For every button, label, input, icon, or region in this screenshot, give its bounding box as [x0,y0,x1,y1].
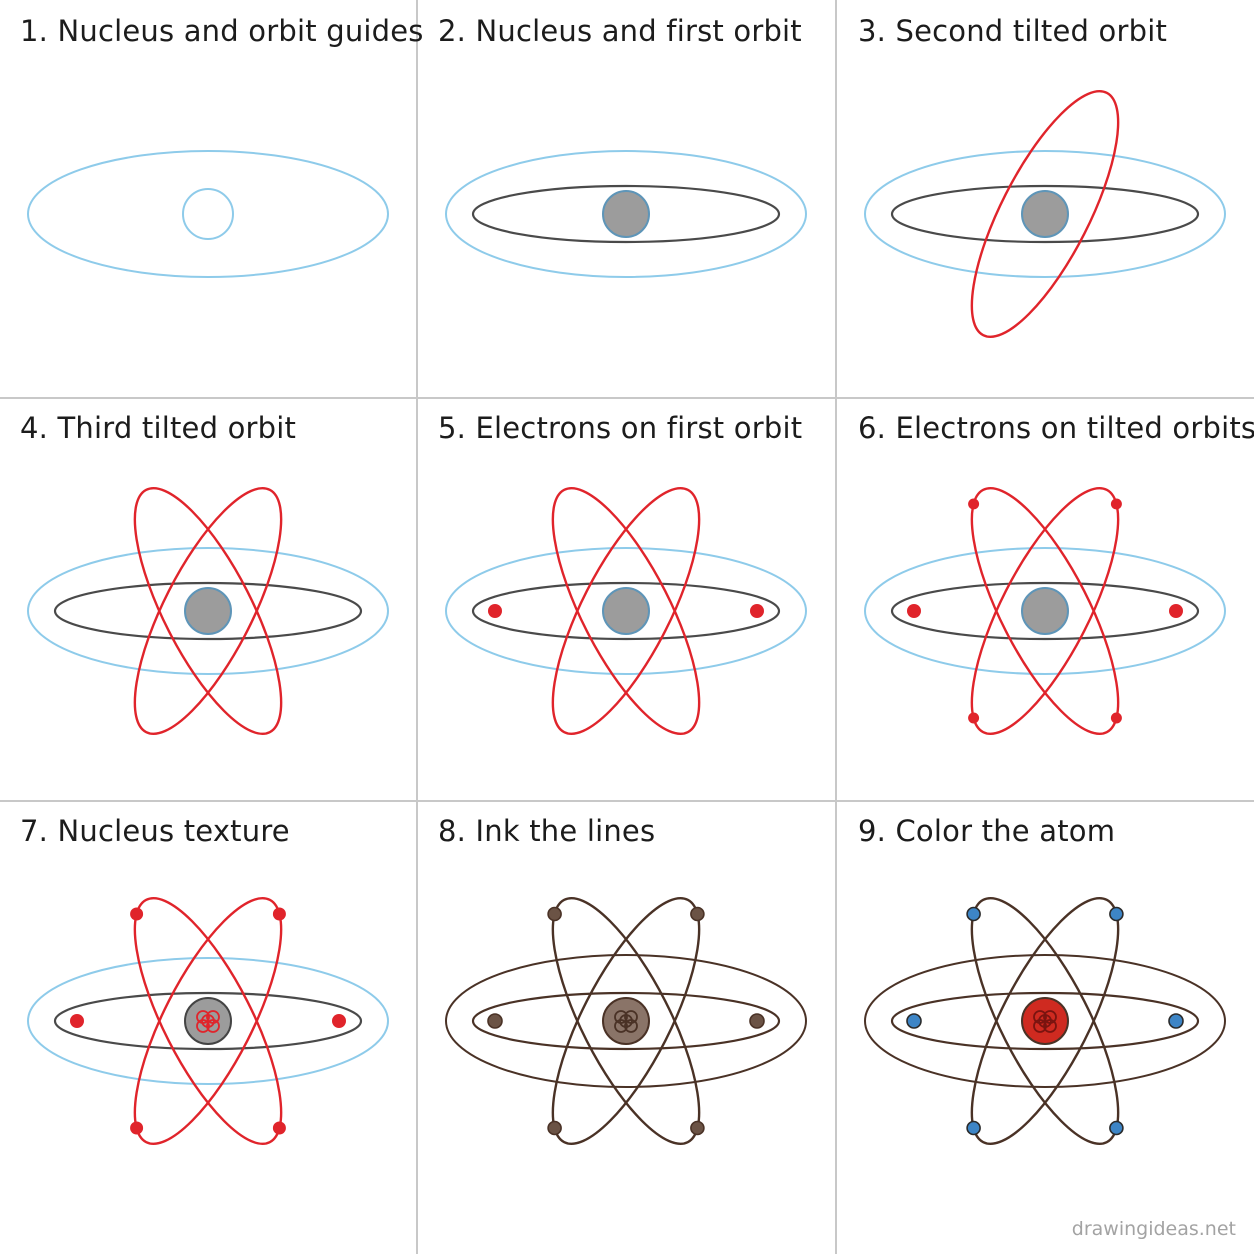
electron-second-orbit-upper [966,1120,981,1136]
electron-third-orbit-lower [272,1121,286,1135]
outer-guide-ellipse [27,150,389,278]
atom-step-4 [27,486,389,736]
electron-third-orbit-lower [690,1120,705,1136]
nucleus-texture-lobe-4 [206,1019,220,1033]
first-orbit-ellipse [471,581,781,641]
second-tilted-orbit [970,896,1120,1146]
nucleus-circle [602,587,650,635]
panel-title-5: 5. Electrons on first orbit [438,411,803,445]
atom-step-1 [27,150,389,278]
first-orbit-ellipse [471,184,781,244]
outer-guide-ellipse [864,150,1226,278]
outer-orbit-ellipse [445,954,807,1088]
outer-guide-ellipse [27,547,389,675]
third-tilted-orbit [551,486,701,736]
nucleus-circle [602,190,650,238]
atom-step-3 [864,89,1226,339]
electron-first-orbit-left [488,604,502,618]
electron-third-orbit-upper [130,907,144,921]
nucleus-texture-lobe-4 [624,1019,638,1033]
second-tilted-orbit [551,486,701,736]
nucleus-texture-lobe-5 [619,1014,633,1028]
electron-third-orbit-lower [1109,1120,1124,1136]
second-tilted-orbit [551,896,701,1146]
electron-second-orbit-lower [272,907,286,921]
nucleus-texture-lobe-5 [1038,1014,1052,1028]
atom-step-7 [27,896,389,1146]
atom-step-9 [864,896,1226,1146]
outer-guide-ellipse [445,150,807,278]
electron-first-orbit-left [906,1013,922,1029]
electron-second-orbit-lower [690,906,705,922]
electron-second-orbit-upper [547,1120,562,1136]
first-orbit-ellipse [471,991,781,1051]
outer-guide-ellipse [445,547,807,675]
electron-second-orbit-lower [1109,906,1124,922]
nucleus-guide-circle [182,188,234,240]
electron-first-orbit-left [487,1013,503,1029]
outer-guide-ellipse [864,547,1226,675]
third-tilted-orbit [970,486,1120,736]
panel-title-4: 4. Third tilted orbit [20,411,297,445]
nucleus-texture [1033,1010,1057,1033]
first-orbit-ellipse [890,581,1200,641]
watermark: drawingideas.net [1071,1218,1236,1240]
electron-third-orbit-upper [968,498,980,510]
nucleus-texture [614,1010,638,1033]
atom-step-8 [445,896,807,1146]
nucleus-texture-lobe-4 [1043,1019,1057,1033]
second-tilted-orbit [970,89,1120,339]
electron-third-orbit-upper [547,906,562,922]
panel-title-8: 8. Ink the lines [438,814,656,848]
panel-title-2: 2. Nucleus and first orbit [438,14,802,48]
third-tilted-orbit [133,486,283,736]
outer-guide-ellipse [27,957,389,1085]
outer-orbit-ellipse [864,954,1226,1088]
electron-first-orbit-left [907,604,921,618]
first-orbit-ellipse [890,991,1200,1051]
third-tilted-orbit [970,896,1120,1146]
panel-title-7: 7. Nucleus texture [20,814,290,848]
electron-second-orbit-upper [968,712,980,724]
nucleus-circle [184,587,232,635]
atom-step-5 [445,486,807,736]
second-tilted-orbit [133,486,283,736]
electron-third-orbit-lower [1110,712,1122,724]
electron-first-orbit-right [332,1014,346,1028]
first-orbit-ellipse [53,991,363,1051]
panel-title-9: 9. Color the atom [858,814,1116,848]
electron-third-orbit-upper [966,906,981,922]
second-tilted-orbit [133,896,283,1146]
nucleus-texture-lobe-5 [201,1014,215,1028]
electron-second-orbit-upper [130,1121,144,1135]
nucleus-circle [1021,587,1069,635]
electron-first-orbit-right [1169,604,1183,618]
second-tilted-orbit [970,486,1120,736]
nucleus-texture-lobe-3 [196,1019,210,1033]
panel-title-1: 1. Nucleus and orbit guides [20,14,424,48]
nucleus-texture-lobe-3 [614,1019,628,1033]
first-orbit-ellipse [53,581,363,641]
nucleus-texture-lobe-3 [1033,1019,1047,1033]
first-orbit-ellipse [890,184,1200,244]
atom-step-6 [864,486,1226,736]
electron-first-orbit-right [750,604,764,618]
electron-first-orbit-right [749,1013,765,1029]
panel-title-3: 3. Second tilted orbit [858,14,1168,48]
nucleus-circle [1021,190,1069,238]
third-tilted-orbit [551,896,701,1146]
panel-title-6: 6. Electrons on tilted orbits [858,411,1254,445]
electron-first-orbit-left [70,1014,84,1028]
electron-first-orbit-right [1168,1013,1184,1029]
atom-step-2 [445,150,807,278]
third-tilted-orbit [133,896,283,1146]
electron-second-orbit-lower [1110,498,1122,510]
nucleus-texture [196,1010,220,1033]
